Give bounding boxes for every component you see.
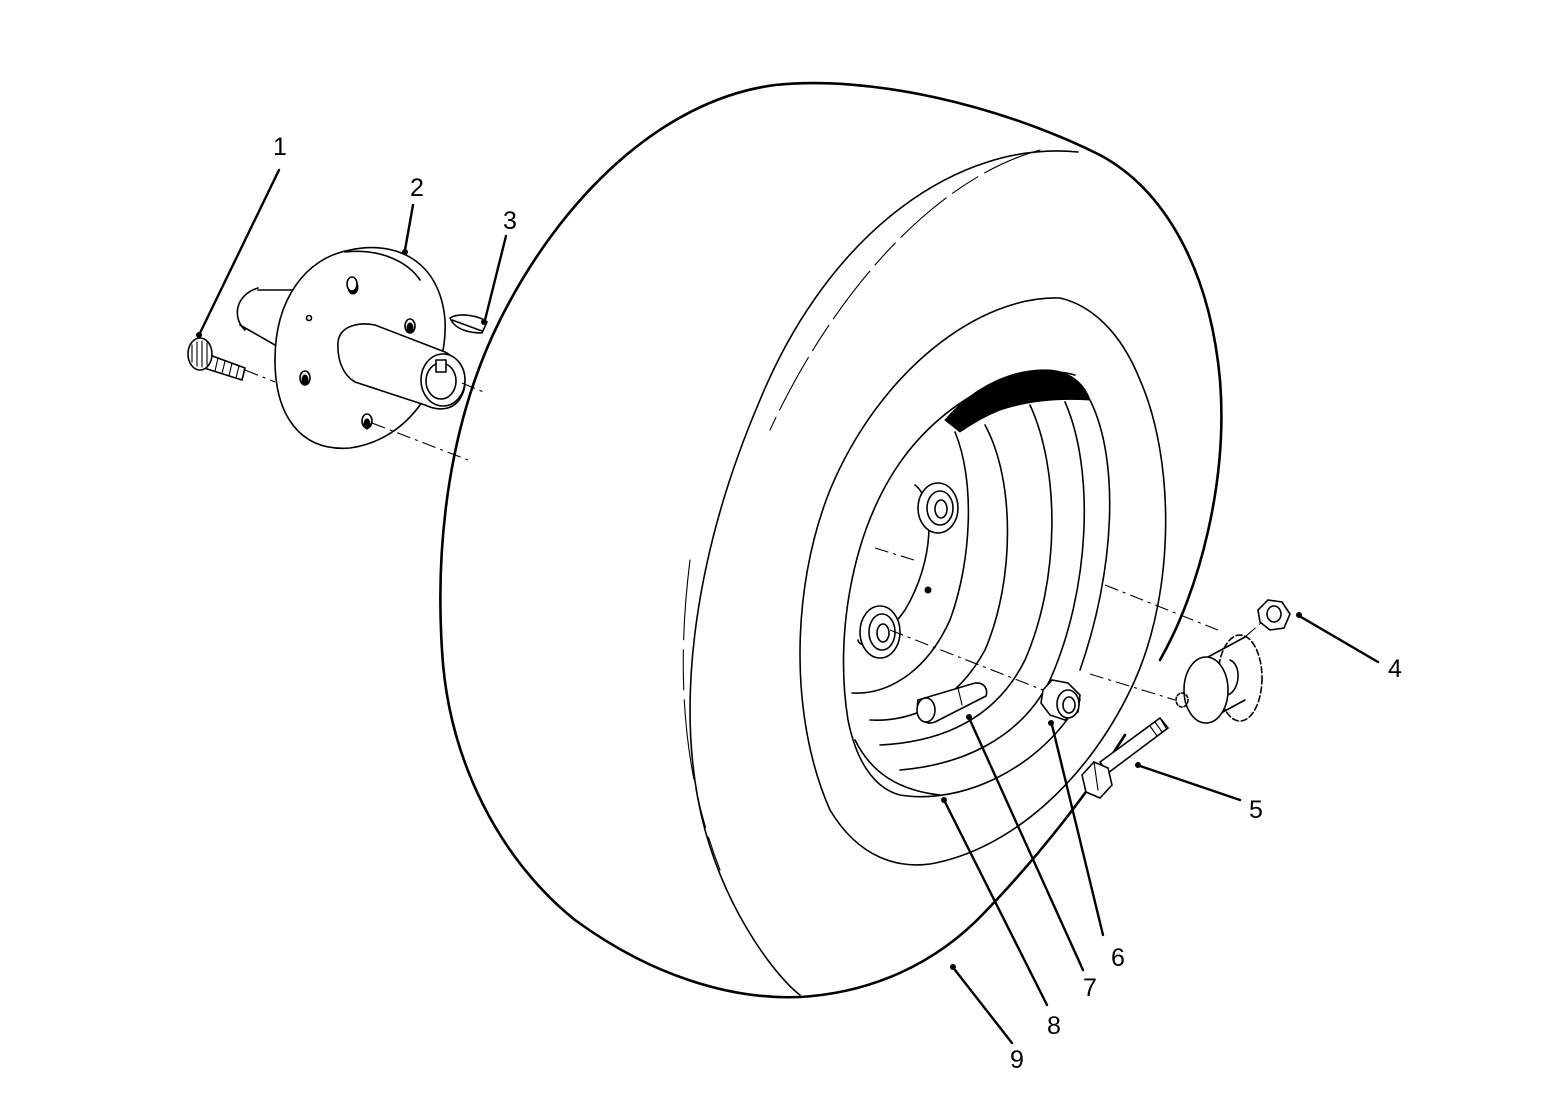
tire	[439, 81, 1223, 999]
tire-sidewall-inner	[799, 297, 1167, 866]
rim-bolt-boss-upper	[917, 482, 959, 534]
leader-1	[198, 168, 281, 335]
callout-label-7: 7	[1083, 974, 1097, 1002]
rim-ring-4	[869, 424, 1009, 721]
rim-bolt-boss-lower	[859, 605, 901, 659]
leader-7	[968, 718, 1085, 972]
callout-label-8: 8	[1047, 1012, 1061, 1040]
wheel-rim	[842, 369, 1111, 798]
leader-2	[403, 203, 415, 252]
leader-6	[1050, 723, 1105, 937]
woodruff-key	[448, 314, 488, 334]
rim-outer-lip	[842, 371, 1081, 798]
leader-8	[943, 800, 1049, 1007]
tire-sidewall-outer	[689, 150, 1079, 996]
centerlines	[244, 369, 1263, 701]
rim-ring-5	[851, 431, 970, 694]
callout-label-2: 2	[410, 174, 424, 202]
leader-9	[953, 968, 1014, 1045]
tire-tread-highlight-lower	[682, 559, 721, 871]
tire-outer-outline	[439, 81, 1127, 999]
wheel-stud	[187, 337, 246, 382]
rim-ring-3	[879, 404, 1053, 746]
tire-right-edge	[1098, 153, 1223, 662]
lug-nut	[1040, 679, 1081, 721]
tire-tread-highlight	[769, 149, 1041, 431]
leader-4	[1299, 615, 1380, 664]
callout-label-9: 9	[1010, 1046, 1024, 1074]
mounting-bolt	[1081, 716, 1170, 799]
valve-stem	[916, 682, 988, 724]
callout-label-6: 6	[1111, 944, 1125, 972]
callout-label-5: 5	[1249, 796, 1263, 824]
hex-nut	[1257, 599, 1291, 631]
callout-label-1: 1	[273, 133, 287, 161]
leader-5	[1138, 764, 1242, 802]
callout-label-3: 3	[503, 207, 517, 235]
hub-spacer-right	[1175, 634, 1263, 724]
rim-dark-band	[944, 369, 1091, 433]
rim-ring-2	[899, 401, 1086, 771]
leader-3	[483, 234, 508, 322]
rim-small-hole	[924, 586, 932, 594]
callout-label-4: 4	[1388, 655, 1402, 683]
callout-leaders	[196, 168, 1380, 1045]
rim-ring-1	[1079, 399, 1111, 671]
callout-labels: 1 2 3 4 5 6 7 8 9	[273, 133, 1402, 1074]
hub-flange	[236, 246, 466, 450]
rim-bottom-curve	[854, 739, 941, 796]
